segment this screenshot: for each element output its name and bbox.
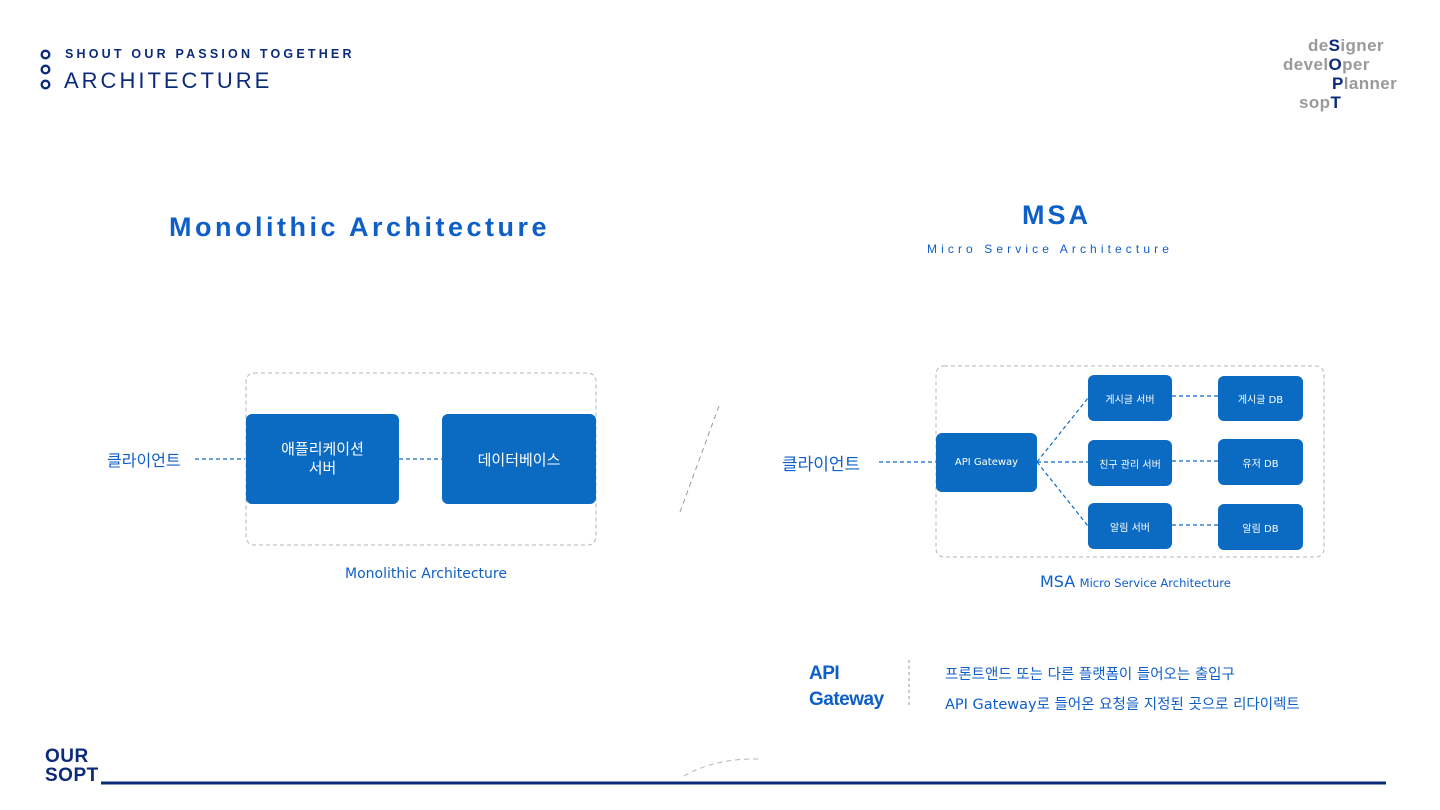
- db-label: 유저 DB: [1242, 458, 1279, 470]
- brand-logo-line: deSigner: [1308, 36, 1384, 56]
- brand-logo-text: devel: [1283, 55, 1329, 74]
- monolithic-client-label: 클라이언트: [107, 451, 181, 470]
- brand-logo-highlight: P: [1332, 74, 1344, 93]
- circle-bullets-icon: [40, 49, 51, 90]
- app-server-label-line1: 애플리케이션: [281, 440, 364, 458]
- footer-logo-line1: OUR: [45, 746, 89, 767]
- brand-logo-text: lanner: [1343, 74, 1398, 93]
- brand-logo-text: igner: [1340, 36, 1384, 55]
- db-box-users: 유저 DB: [1218, 439, 1303, 485]
- msa-client-label: 클라이언트: [782, 455, 861, 475]
- server-label: 게시글 서버: [1105, 394, 1155, 406]
- brand-logo-text: de: [1308, 36, 1329, 55]
- database-label: 데이터베이스: [477, 450, 561, 469]
- separator-slash: [679, 405, 720, 513]
- server-box-notifications: 알림 서버: [1088, 503, 1172, 549]
- msa-title: MSA: [1022, 200, 1091, 230]
- gateway-term-line2: Gateway: [809, 689, 884, 710]
- header-kicker: SHOUT OUR PASSION TOGETHER: [65, 47, 355, 61]
- msa-caption-sub: Micro Service Architecture: [1079, 576, 1231, 590]
- monolithic-title: Monolithic Architecture: [169, 212, 551, 242]
- brand-logo: deSigner develOper Planner sopT: [1280, 36, 1410, 114]
- decorative-arc: [683, 758, 761, 777]
- page-title: ARCHITECTURE: [64, 68, 273, 93]
- connector-gateway-server-3: [1036, 461, 1089, 527]
- database-box: 데이터베이스: [442, 414, 596, 504]
- db-label: 알림 DB: [1242, 523, 1279, 535]
- api-gateway-label: API Gateway: [954, 457, 1019, 468]
- server-label: 알림 서버: [1110, 522, 1150, 534]
- msa-subtitle: Micro Service Architecture: [927, 242, 1173, 256]
- brand-logo-line: develOper: [1283, 55, 1370, 75]
- gateway-description: 프론트앤드 또는 다른 플랫폼이 들어오는 출입구 API Gateway로 들…: [945, 660, 1300, 720]
- brand-logo-line: Planner: [1332, 74, 1397, 94]
- header-bullets: [40, 49, 52, 91]
- db-label: 게시글 DB: [1237, 395, 1284, 406]
- gateway-desc-line1: 프론트앤드 또는 다른 플랫폼이 들어오는 출입구: [945, 667, 1235, 683]
- brand-logo-highlight: T: [1330, 93, 1342, 112]
- monolithic-caption: Monolithic Architecture: [345, 566, 507, 582]
- brand-logo-line: sopT: [1299, 93, 1341, 113]
- footer-logo: OUR SOPT: [45, 747, 99, 785]
- gateway-term-line1: API: [809, 663, 840, 684]
- db-box-notifications: 알림 DB: [1218, 504, 1303, 550]
- brand-logo-text: sop: [1299, 93, 1331, 112]
- footer-logo-line2: SOPT: [45, 765, 99, 786]
- app-server-box: 애플리케이션 서버: [246, 414, 399, 504]
- app-server-label-line2: 서버: [308, 459, 337, 477]
- gateway-term: API Gateway: [809, 661, 884, 713]
- msa-caption-main: MSA: [1040, 572, 1076, 591]
- gateway-desc-line2: API Gateway로 들어온 요청을 지정된 곳으로 리다이렉트: [945, 697, 1300, 713]
- brand-logo-text: per: [1342, 55, 1370, 74]
- server-box-friends: 친구 관리 서버: [1088, 440, 1172, 486]
- brand-logo-highlight: S: [1328, 36, 1341, 55]
- server-box-posts: 게시글 서버: [1088, 375, 1172, 421]
- msa-caption: MSA Micro Service Architecture: [1040, 572, 1231, 592]
- server-label: 친구 관리 서버: [1099, 459, 1161, 471]
- api-gateway-box: API Gateway: [936, 433, 1037, 492]
- db-box-posts: 게시글 DB: [1218, 376, 1303, 421]
- connector-gateway-server-1: [1036, 397, 1089, 463]
- brand-logo-highlight: O: [1328, 55, 1343, 74]
